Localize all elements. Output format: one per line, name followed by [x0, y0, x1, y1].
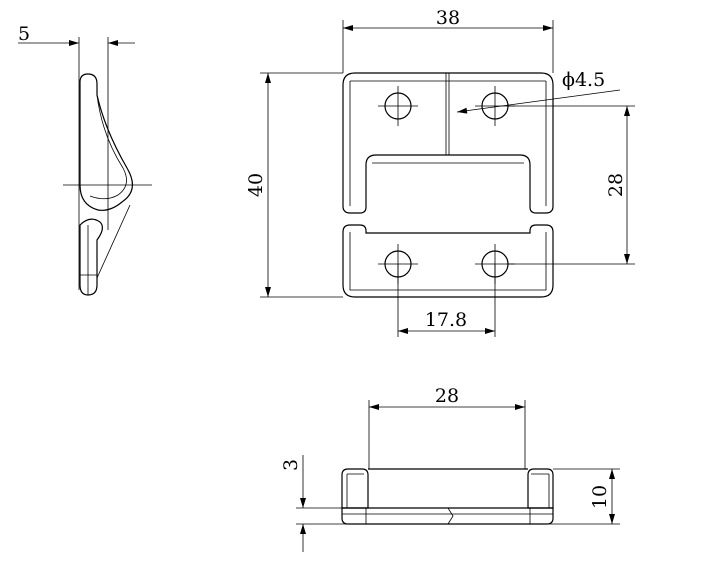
dim-width-label: 38: [436, 7, 460, 29]
dim-slot-width-label: 28: [435, 385, 459, 407]
dim-height-label: 10: [589, 485, 611, 509]
dim-hole-vertical-spacing-label: 28: [605, 173, 627, 197]
front-view: 38 40 28 17.8 ϕ4.5: [245, 7, 635, 337]
bottom-view: 28 10 3: [280, 385, 620, 552]
dim-height-label: 40: [245, 173, 267, 197]
dim-thickness-label: 5: [18, 23, 30, 45]
side-view: 5: [18, 23, 152, 296]
dim-hole-diameter-label: ϕ4.5: [562, 69, 605, 91]
dim-base-thickness-label: 3: [280, 459, 302, 471]
dim-hole-horizontal-spacing-label: 17.8: [425, 309, 467, 331]
